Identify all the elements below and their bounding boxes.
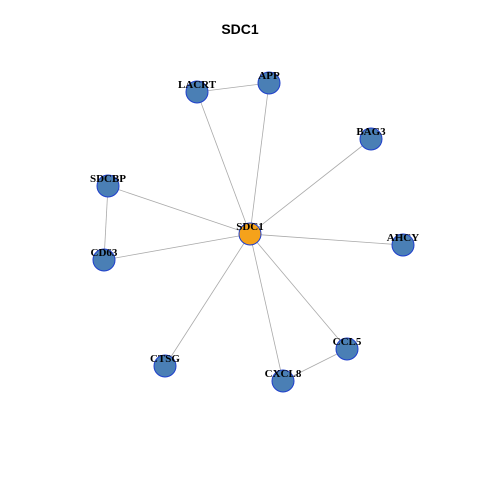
node-label-app: APP (258, 70, 280, 82)
node-label-cxcl8: CXCL8 (265, 368, 302, 380)
node-lacrt (185, 80, 209, 104)
edge-sdcbp-cd63 (103, 185, 109, 261)
edge-sdc1-ccl5 (249, 233, 348, 350)
node-label-ctsg: CTSG (150, 353, 180, 365)
node-label-bag3: BAG3 (356, 126, 386, 138)
edge-sdc1-sdcbp (107, 185, 251, 235)
node-label-lacrt: LACRT (178, 79, 217, 91)
node-ahcy (391, 233, 415, 257)
node-label-ccl5: CCL5 (333, 336, 362, 348)
edge-sdc1-cd63 (103, 233, 251, 261)
edge-sdc1-ahcy (249, 233, 404, 246)
node-label-ahcy: AHCY (387, 232, 419, 244)
edge-lacrt-app (196, 82, 270, 93)
edge-sdc1-bag3 (249, 138, 372, 235)
node-ctsg (153, 354, 177, 378)
edge-sdc1-ctsg (164, 233, 251, 367)
node-label-sdcbp: SDCBP (90, 173, 126, 185)
edge-sdc1-app (249, 82, 270, 235)
node-ccl5 (335, 337, 359, 361)
edge-sdc1-lacrt (196, 91, 251, 235)
figure-title: SDC1 (221, 21, 259, 37)
node-cxcl8 (271, 369, 295, 393)
node-label-sdc1: SDC1 (236, 221, 264, 233)
node-label-cd63: CD63 (91, 247, 118, 259)
node-app (257, 71, 281, 95)
node-bag3 (359, 127, 383, 151)
edge-sdc1-cxcl8 (249, 233, 284, 382)
node-sdcbp (96, 174, 120, 198)
node-cd63 (92, 248, 116, 272)
node-sdc1 (238, 222, 262, 246)
edge-ccl5-cxcl8 (282, 348, 348, 382)
